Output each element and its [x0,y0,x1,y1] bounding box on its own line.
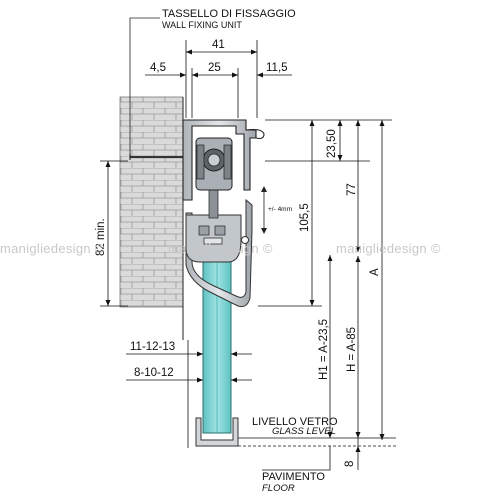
dim-105: 105,5 [299,203,311,232]
dim-h: H = A-85 [346,327,358,372]
dim-floor-gap: 8 [344,461,356,467]
dim-offset-left: 4,5 [150,62,166,74]
dim-rail-width: 25 [208,62,221,74]
hanger-rod [208,187,219,219]
dim-a: A [369,268,381,276]
adjust-label: +/- 4mm [268,206,292,213]
arrowheads [105,49,385,452]
dim-offset-right: 11,5 [266,62,288,74]
floor-label-en: FLOOR [262,483,295,494]
wall-unit-leader [129,17,160,157]
floor-guide [195,417,239,447]
wall-unit-label-en: WALL FIXING UNIT [162,20,242,30]
dim-82-min: 82 min. [95,218,107,256]
dim-top-profile: 23,50 [326,129,338,158]
dim-77: 77 [346,183,358,196]
watermark-right: manigliedesign © [336,241,441,256]
glass-level-label-en: GLASS LEVEL [272,426,336,437]
dim-h1: H1 = A-23,5 [318,319,330,380]
cover-fascia [185,198,253,308]
glass-level-label: LIVELLO VETRO [252,416,338,428]
watermark-center: manigliedesign © [168,241,273,256]
brick-wall [119,96,184,308]
dimension-lines [100,40,396,471]
dim-total-width: 41 [212,39,225,51]
watermark-left: manigliedesign © [0,241,105,256]
wall-unit-label: TASSELLO DI FISSAGGIO [162,8,296,20]
dim-glass-thick-a: 11-12-13 [130,341,175,353]
dim-glass-thick-b: 8-10-12 [134,367,174,379]
floor-label: PAVIMENTO [262,471,325,483]
